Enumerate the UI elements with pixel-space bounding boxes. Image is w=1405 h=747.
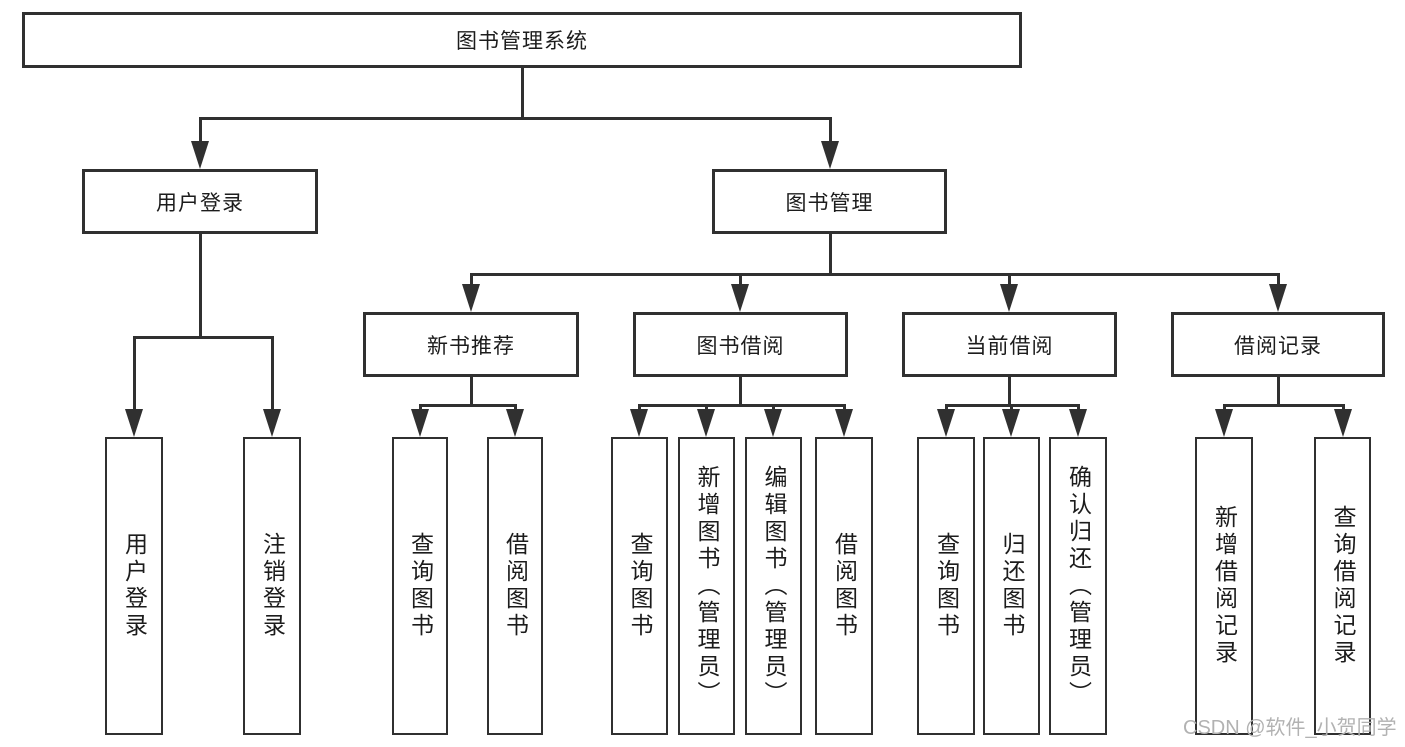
node-borrowing-records: 借阅记录 [1171,312,1385,377]
leaf-edit-books-admin: 编辑图书（管理员） [745,437,802,735]
leaf-query-books-recommend: 查询图书 [392,437,448,735]
arrow-down-icon [1069,409,1087,437]
arrow-down-icon [462,284,480,312]
connector-line-vertical [1276,377,1280,405]
connector-line-vertical [132,337,136,418]
connector-line-vertical [828,234,832,274]
arrow-down-icon [1269,284,1287,312]
arrow-down-icon [764,409,782,437]
leaf-borrow-books-recommend: 借阅图书 [487,437,543,735]
node-label: 归还图书 [999,532,1025,640]
connector-line-vertical [520,68,524,118]
connector-line-horizontal [198,116,832,120]
node-label: 用户登录 [121,532,148,640]
node-label: 新增图书（管理员） [694,464,720,708]
node-new-book-recommend: 新书推荐 [363,312,579,377]
connector-line-horizontal [637,403,846,407]
connector-line-vertical [469,377,473,405]
node-label: 查询图书 [407,532,434,640]
leaf-return-books: 归还图书 [983,437,1040,735]
node-book-management: 图书管理 [712,169,947,234]
node-label: 编辑图书（管理员） [761,464,787,708]
connector-line-vertical [198,234,202,337]
connector-line-vertical [198,118,202,152]
leaf-user-login: 用户登录 [105,437,163,735]
connector-line-horizontal [132,335,274,339]
arrow-down-icon [506,409,524,437]
connector-line-vertical [1007,377,1011,405]
node-label: 确认归还（管理员） [1065,464,1092,708]
arrow-down-icon [191,141,209,169]
arrow-down-icon [263,409,281,437]
arrow-down-icon [835,409,853,437]
node-label: 查询借阅记录 [1330,505,1356,667]
node-label: 借阅图书 [502,532,529,640]
connector-line-vertical [828,118,832,152]
arrow-down-icon [1000,284,1018,312]
node-current-borrowing: 当前借阅 [902,312,1117,377]
node-user-login: 用户登录 [82,169,318,234]
connector-line-vertical [738,377,742,405]
connector-line-horizontal [469,272,1280,276]
arrow-down-icon [125,409,143,437]
node-label: 注销登录 [259,532,286,640]
watermark-text: CSDN @软件_小贺同学 [1183,717,1397,739]
leaf-confirm-return-admin: 确认归还（管理员） [1049,437,1107,735]
arrow-down-icon [731,284,749,312]
leaf-add-borrow-record: 新增借阅记录 [1195,437,1253,735]
connector-line-horizontal [1222,403,1345,407]
leaf-add-books-admin: 新增图书（管理员） [678,437,735,735]
node-label: 借阅图书 [831,532,858,640]
arrow-down-icon [1215,409,1233,437]
leaf-query-books-borrowing: 查询图书 [611,437,668,735]
arrow-down-icon [1002,409,1020,437]
arrow-down-icon [630,409,648,437]
node-label: 查询图书 [933,532,960,640]
node-label: 新增借阅记录 [1211,505,1238,667]
connector-line-horizontal [418,403,517,407]
arrow-down-icon [411,409,429,437]
leaf-logout: 注销登录 [243,437,301,735]
arrow-down-icon [937,409,955,437]
connector-line-vertical [270,337,274,418]
node-book-borrowing: 图书借阅 [633,312,848,377]
leaf-query-books-current: 查询图书 [917,437,975,735]
arrow-down-icon [821,141,839,169]
arrow-down-icon [1334,409,1352,437]
arrow-down-icon [697,409,715,437]
node-label: 查询图书 [627,532,653,640]
leaf-borrow-books-borrowing: 借阅图书 [815,437,873,735]
leaf-query-borrow-record: 查询借阅记录 [1314,437,1371,735]
node-library-system: 图书管理系统 [22,12,1022,68]
